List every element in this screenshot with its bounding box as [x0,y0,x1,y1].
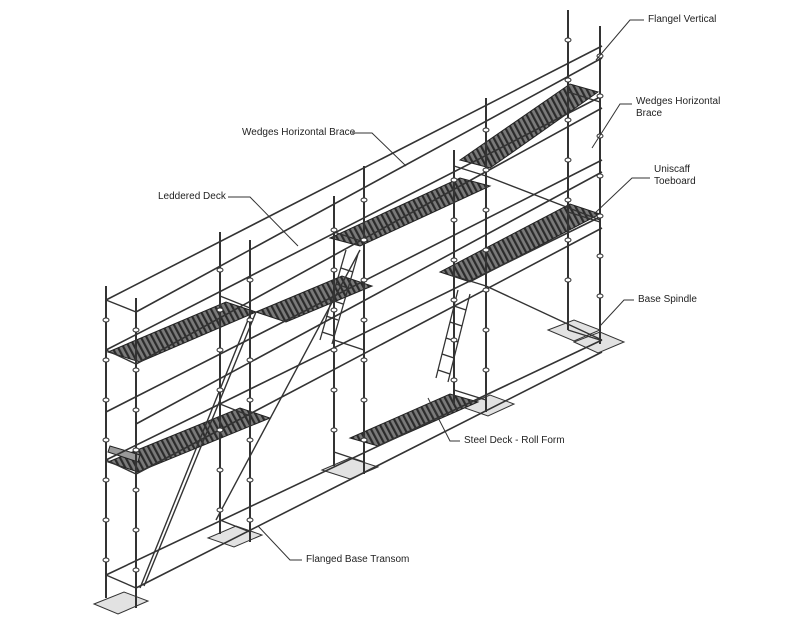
rail [105,339,603,576]
rail [135,107,603,365]
label-wedges-horizontal-brace-right: Wedges Horizontal Brace [636,96,720,120]
verticals [105,10,601,608]
leader-wedges-horizontal-brace-right [591,103,632,149]
label-leddered-deck: Leddered Deck [158,191,226,202]
label-steel-deck-roll-form: Steel Deck - Roll Form [464,435,565,446]
rail [135,171,603,425]
leader-leddered-deck [228,196,299,247]
rail [105,45,603,301]
deck-mid-center [254,275,374,323]
rail [105,159,603,413]
rail [105,95,603,351]
deck-top-left [107,445,141,463]
deck-top-right [458,83,600,169]
rail [135,57,603,313]
label-flangel-vertical: Flangel Vertical [648,14,717,25]
label-uniscaff-toeboard: Uniscaff Toeboard [654,164,696,188]
leader-flanged-base-transom [257,525,302,561]
deck-lower-left [106,407,272,473]
label-line: Brace [636,108,663,119]
leader-steel-deck [427,397,460,442]
label-line: Wedges Horizontal [636,96,721,107]
leader-base-spindle [599,299,634,327]
leader-lines [228,19,650,561]
deck-top-center [328,177,492,247]
horizontal-rails [105,45,603,589]
decks [106,83,602,473]
flange-markers [102,37,604,573]
label-wedges-horizontal-brace-top: Wedges Horizontal Brace [242,127,356,138]
rail [105,215,603,461]
rail [135,227,603,475]
leader-uniscaff-toeboard [593,177,650,215]
transoms [105,91,601,589]
label-flanged-base-transom: Flanged Base Transom [306,554,410,565]
diagonal-braces [139,175,603,589]
rail [135,351,603,589]
deck-lower-mid [348,393,480,447]
leader-flangel-vertical [595,19,644,61]
label-base-spindle: Base Spindle [638,294,697,305]
label-line: Uniscaff [654,164,690,175]
label-line: Toeboard [654,176,696,187]
leader-wedges-horizontal-brace-top [352,132,407,167]
base-plate [92,591,150,615]
